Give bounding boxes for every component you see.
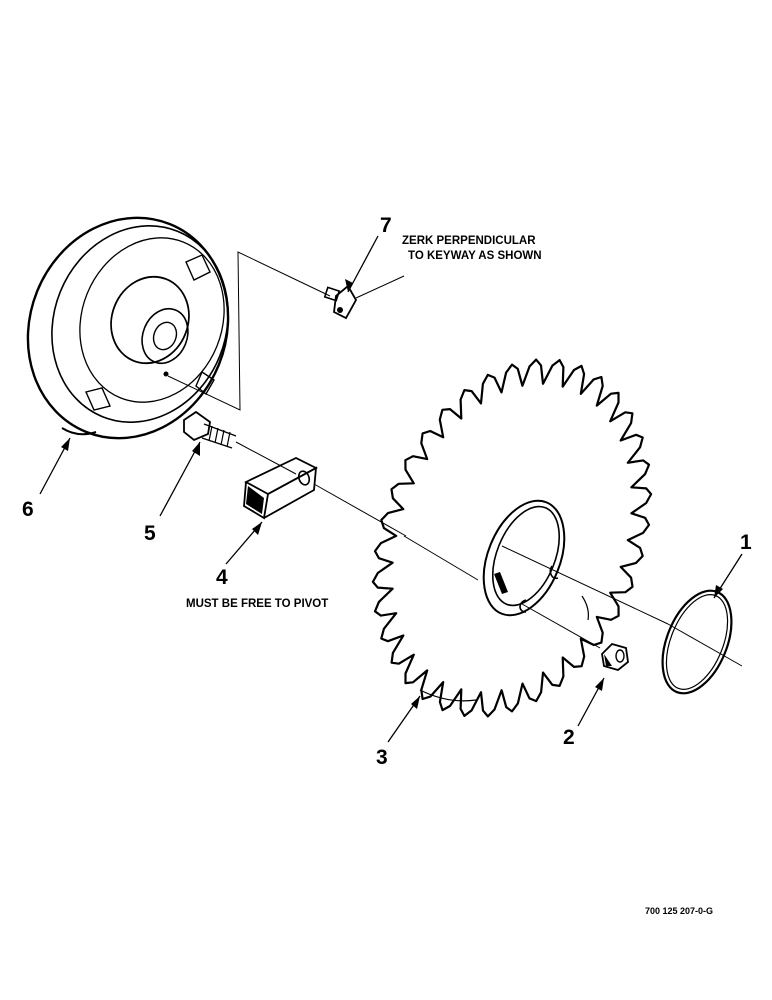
arrowhead-6-icon (61, 438, 70, 451)
callout-1: 1 (740, 531, 752, 554)
leader-hub-to-zerk (167, 251, 331, 411)
arrowhead-1-icon (714, 585, 723, 598)
figure-number: 700 125 207-0-G (645, 906, 713, 916)
pivot-note: MUST BE FREE TO PIVOT (186, 598, 328, 610)
part-1-snap-ring (661, 589, 743, 695)
zerk-note-line1: ZERK PERPENDICULAR (402, 235, 536, 247)
callout-6: 6 (22, 498, 34, 521)
callout-7: 7 (380, 214, 392, 237)
arrowhead-3-icon (411, 696, 420, 709)
arrow-5 (159, 441, 201, 517)
part-4-pivot-block (243, 456, 407, 537)
zerk-note-line2: TO KEYWAY AS SHOWN (408, 250, 542, 262)
part-7-zerk-fitting (323, 275, 405, 320)
sprocket-bushing (482, 499, 669, 625)
callout-4: 4 (216, 566, 228, 589)
arrowhead-5-icon (192, 442, 200, 456)
arrow-7 (347, 235, 379, 293)
callout-3: 3 (376, 746, 388, 769)
part-6-clutch-hub (26, 216, 230, 440)
arrowhead-4-icon (252, 522, 262, 535)
part-3-sprocket (371, 358, 653, 718)
part-2-nut (601, 642, 629, 671)
arrowhead-7-icon (345, 279, 353, 292)
callout-2: 2 (563, 726, 575, 749)
callout-5: 5 (144, 522, 156, 545)
part-5-bolt (183, 410, 297, 475)
arrowhead-2-icon (595, 678, 604, 691)
